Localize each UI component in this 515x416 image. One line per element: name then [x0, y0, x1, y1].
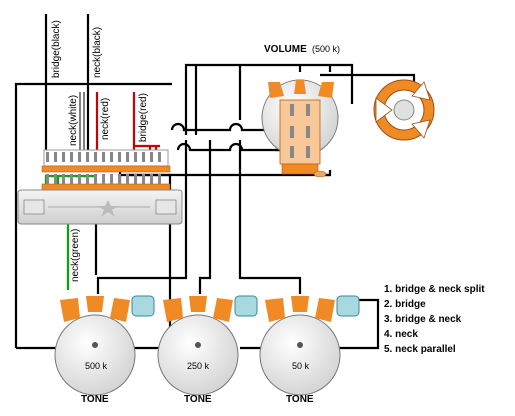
tone-pot-1 — [54, 295, 155, 396]
legend-item: 3. bridge & neck — [384, 314, 462, 325]
white-wire — [79, 92, 85, 160]
tone-1-value: 500 k — [85, 361, 108, 371]
switch-top-lugs — [46, 152, 161, 162]
label-neck-black: neck(black) — [92, 27, 103, 78]
legend-item: 2. bridge — [384, 299, 426, 310]
selector-switch — [17, 149, 183, 225]
label-bridge-red: bridge(red) — [138, 93, 149, 142]
volume-title: VOLUME — [264, 44, 307, 55]
tone-pot-3 — [259, 295, 360, 396]
label-bridge-black: bridge(black) — [51, 20, 62, 78]
legend-item: 5. neck parallel — [384, 344, 456, 355]
tone-2-value: 250 k — [187, 361, 210, 371]
tone-1-label: TONE — [81, 394, 109, 405]
tone-3-label: TONE — [286, 394, 314, 405]
tone-2-label: TONE — [184, 394, 212, 405]
tone-pot-2 — [157, 295, 258, 396]
label-neck-green: neck(green) — [70, 229, 81, 282]
volume-pot — [261, 79, 339, 178]
output-jack — [373, 79, 435, 141]
legend: 1. bridge & neck split 2. bridge 3. brid… — [384, 284, 485, 355]
tone-3-value: 50 k — [292, 361, 310, 371]
label-neck-red: neck(red) — [100, 98, 111, 140]
volume-value: (500 k) — [312, 44, 340, 54]
switch-bottom-lugs — [46, 174, 161, 184]
legend-item: 1. bridge & neck split — [384, 284, 485, 295]
label-neck-white: neck(white) — [68, 95, 79, 146]
legend-item: 4. neck — [384, 329, 418, 340]
